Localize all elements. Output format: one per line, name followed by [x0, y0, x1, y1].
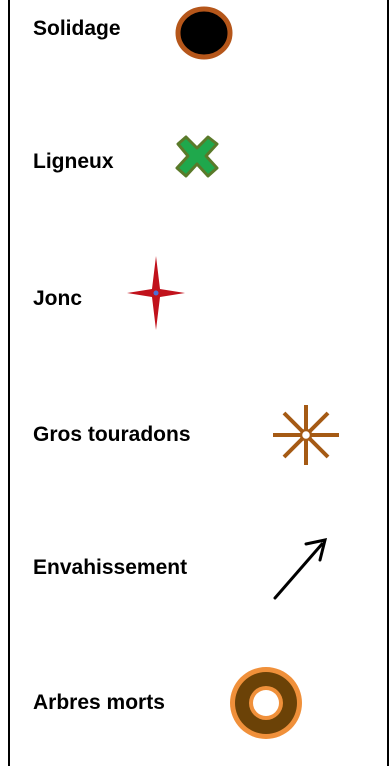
green-x-cross-icon — [175, 135, 219, 178]
legend-label-jonc: Jonc — [33, 287, 83, 310]
legend-label-envahissement: Envahissement — [33, 556, 188, 579]
brown-asterisk-icon — [273, 405, 339, 465]
legend-panel: Solidage Ligneux Jonc Gros touradons Env… — [8, 0, 389, 766]
legend-label-gros-touradons: Gros touradons — [33, 423, 191, 446]
black-filled-ellipse-icon — [175, 6, 233, 60]
red-four-point-star-icon — [127, 256, 185, 330]
legend-label-arbres-morts: Arbres morts — [33, 691, 165, 714]
black-arrow-icon — [273, 538, 328, 600]
legend-label-ligneux: Ligneux — [33, 150, 114, 173]
legend-label-solidage: Solidage — [33, 17, 121, 40]
brown-ring-icon — [230, 667, 302, 739]
